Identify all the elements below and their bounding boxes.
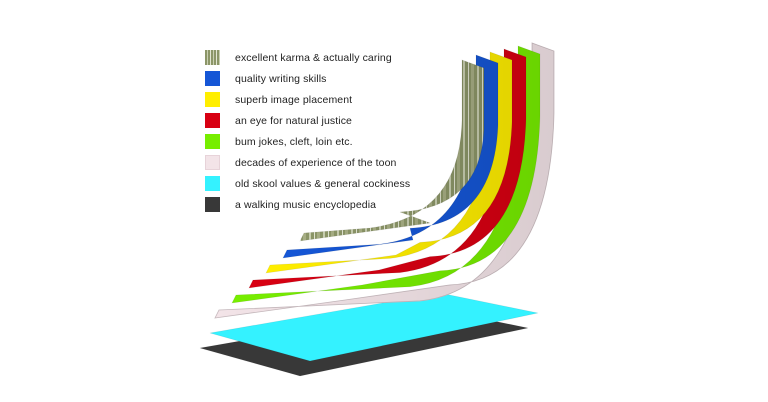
band-shade-karma (300, 60, 484, 241)
legend-item: bum jokes, cleft, loin etc. (205, 131, 445, 152)
legend-swatch-experience (205, 155, 220, 170)
legend-swatch-writing (205, 71, 220, 86)
legend-label: old skool values & general cockiness (235, 177, 411, 190)
legend-swatch-karma (205, 50, 220, 65)
legend-item: a walking music encyclopedia (205, 194, 445, 215)
legend-label: a walking music encyclopedia (235, 198, 377, 211)
legend-item: an eye for natural justice (205, 110, 445, 131)
legend-swatch-jokes (205, 134, 220, 149)
legend-item: superb image placement (205, 89, 445, 110)
legend-label: quality writing skills (235, 72, 327, 85)
legend-swatch-values (205, 176, 220, 191)
legend-swatch-justice (205, 113, 220, 128)
legend-label: excellent karma & actually caring (235, 51, 392, 64)
legend-item: quality writing skills (205, 68, 445, 89)
legend-label: superb image placement (235, 93, 353, 106)
legend-label: an eye for natural justice (235, 114, 352, 127)
legend-swatch-image (205, 92, 220, 107)
legend-item: excellent karma & actually caring (205, 47, 445, 68)
legend-swatch-music (205, 197, 220, 212)
legend: excellent karma & actually caring qualit… (205, 47, 445, 215)
legend-label: bum jokes, cleft, loin etc. (235, 135, 353, 148)
legend-item: decades of experience of the toon (205, 152, 445, 173)
band-values (209, 292, 539, 362)
legend-label: decades of experience of the toon (235, 156, 397, 169)
legend-item: old skool values & general cockiness (205, 173, 445, 194)
